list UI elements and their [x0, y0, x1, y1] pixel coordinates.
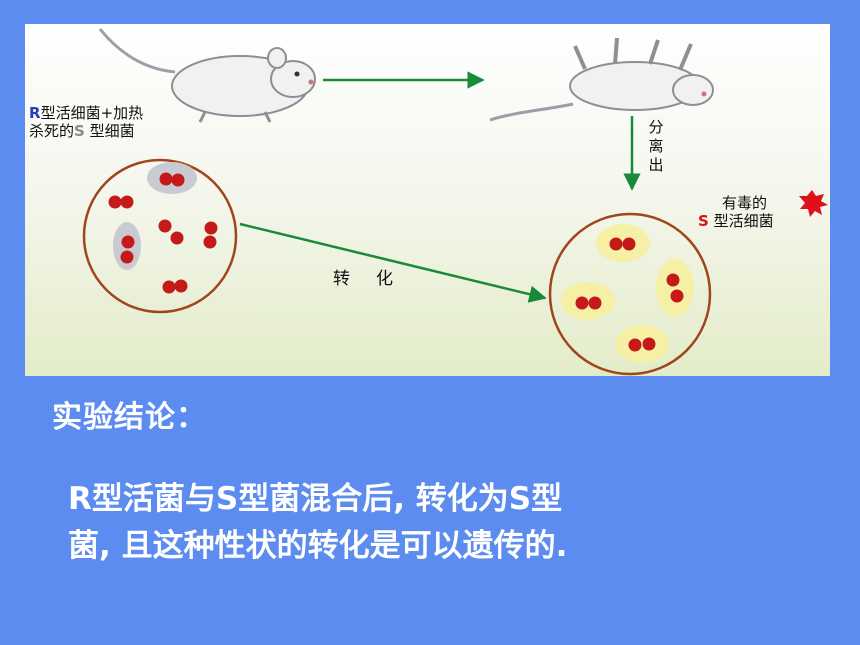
- left-dish-label: R型活细菌+加热 杀死的S 型细菌: [29, 104, 143, 140]
- s-strain-letter-live: S: [698, 212, 709, 230]
- r-strain-letter: R: [29, 104, 41, 122]
- conclusion-body: R型活菌与S型菌混合后, 转化为S型 菌, 且这种性状的转化是可以遗传的.: [68, 476, 828, 570]
- toxic-burst-icon: [799, 190, 828, 217]
- conclusion-title: 实验结论：: [52, 400, 207, 435]
- conclusion-line-2: 菌, 且这种性状的转化是可以遗传的.: [68, 528, 568, 564]
- left-label-line2-prefix: 杀死的: [29, 122, 75, 140]
- conclusion-line-1: R型活菌与S型菌混合后, 转化为S型: [68, 481, 563, 517]
- dead-mouse-icon: [489, 37, 714, 122]
- right-label-line2: 型活细菌: [708, 212, 774, 230]
- left-label-line1: 型活细菌+加热: [40, 104, 144, 122]
- experiment-diagram: R型活细菌+加热 杀死的S 型细菌 分离出 有毒的 S 型活细菌 转化: [25, 24, 830, 376]
- right-petri-dish: [548, 212, 712, 376]
- right-label-line1: 有毒的: [722, 194, 768, 212]
- left-petri-dish: [82, 158, 238, 314]
- diagram-graphics: [82, 28, 828, 376]
- transform-label: 转化: [333, 269, 419, 289]
- s-strain-letter-dead: S: [74, 122, 85, 140]
- right-dish-label: 有毒的 S 型活细菌: [698, 194, 774, 230]
- left-label-line2: 型细菌: [84, 122, 135, 140]
- transform-arrow: [239, 222, 547, 303]
- separate-label: 分离出: [648, 118, 664, 174]
- live-mouse-icon: [98, 28, 316, 123]
